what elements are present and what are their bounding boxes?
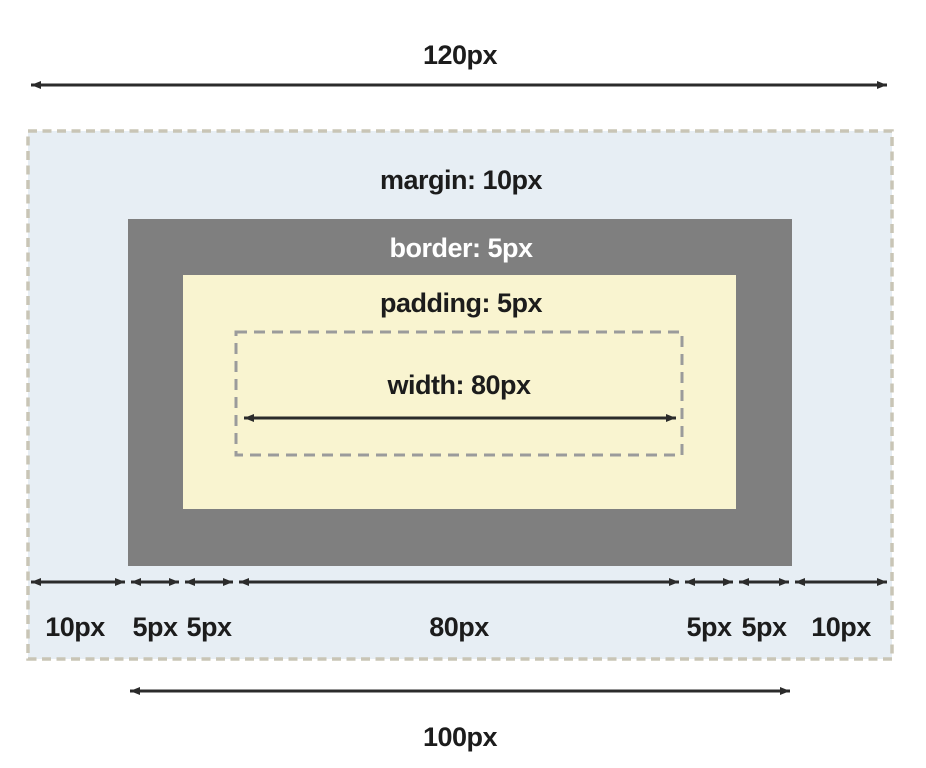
margin-label: margin: 10px — [380, 165, 543, 195]
segment-label-border-left: 5px — [132, 612, 178, 642]
segment-label-content: 80px — [429, 612, 489, 642]
padding-label: padding: 5px — [380, 288, 542, 318]
border-label: border: 5px — [389, 233, 533, 263]
segment-label-padding-right: 5px — [686, 612, 732, 642]
content-box — [234, 330, 684, 457]
total-width-label: 120px — [423, 40, 498, 70]
content-width-label: width: 80px — [386, 370, 530, 400]
padding-box — [183, 275, 736, 509]
segment-label-border-right: 5px — [741, 612, 787, 642]
segment-label-padding-left: 5px — [186, 612, 232, 642]
segment-label-margin-left: 10px — [45, 612, 105, 642]
segment-label-margin-right: 10px — [811, 612, 871, 642]
border-box-width-label: 100px — [423, 722, 498, 752]
